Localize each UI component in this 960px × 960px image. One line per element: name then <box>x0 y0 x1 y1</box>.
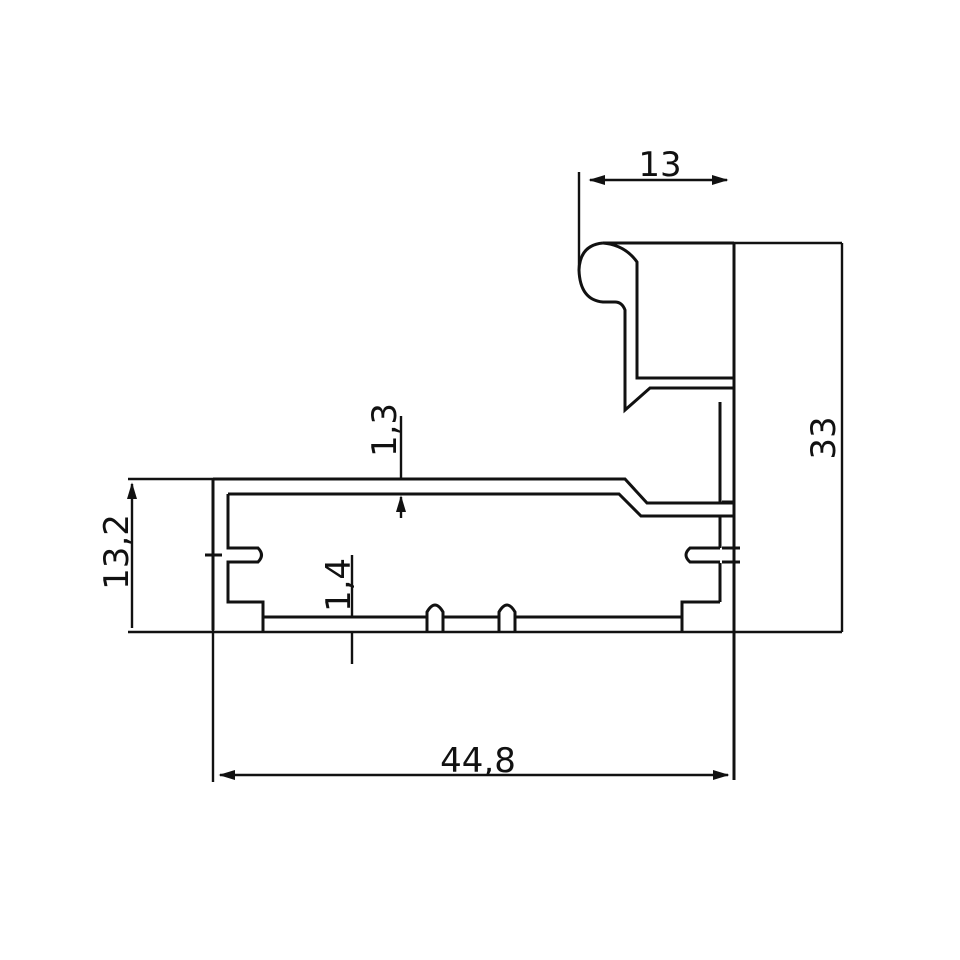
dim-wall-bottom-label: 1,4 <box>319 558 359 612</box>
dim-lower-height-label: 13,2 <box>97 514 137 590</box>
dimension-lines <box>126 172 844 782</box>
dim-wall-top-label: 1,3 <box>365 403 405 457</box>
dim-total-width-label: 44,8 <box>440 741 516 781</box>
dim-total-height-label: 33 <box>804 416 844 459</box>
dim-top-width-label: 13 <box>638 145 681 185</box>
profile-outline <box>205 241 740 780</box>
